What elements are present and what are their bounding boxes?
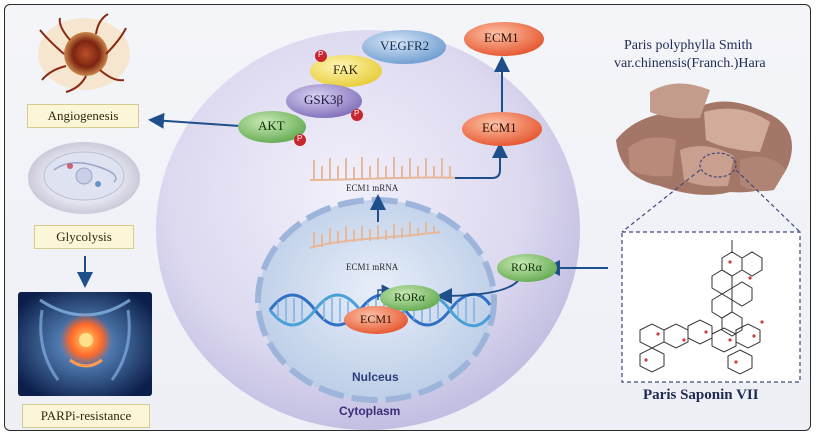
phospho-label: P <box>318 50 324 59</box>
ecm1-dna-label: ECM1 <box>360 312 393 326</box>
nucleus-label: Nulceus <box>352 370 399 384</box>
mrna-cytoplasm <box>309 157 461 181</box>
phospho-icon <box>351 109 363 121</box>
vegfr2-protein <box>362 30 446 64</box>
ecm1-top-protein <box>464 22 544 56</box>
plant-name-line2: var.chinensis(Franch.)Hara <box>614 56 766 71</box>
phospho-badges <box>294 50 363 146</box>
mrna-cytoplasm-label: ECM1 mRNA <box>346 183 399 193</box>
rora-dna-label: RORα <box>394 290 425 304</box>
plant-name-line1: Paris polyphylla Smith <box>624 38 753 53</box>
zoom-circle <box>699 152 737 178</box>
gsk3b-protein <box>286 84 362 118</box>
ecm1-mid-label: ECM1 <box>482 120 517 135</box>
oxygen-atoms <box>644 260 764 364</box>
phospho-label: P <box>354 109 360 118</box>
angiogenesis-label: Angiogenesis <box>27 104 139 128</box>
cytoplasm-label: Cytoplasm <box>339 404 401 418</box>
parpi-body-image <box>18 292 152 396</box>
rora-outside-label: RORα <box>511 260 542 274</box>
compound-box <box>621 231 801 383</box>
ecm1-mid-protein <box>462 112 542 146</box>
zoom-lines <box>621 169 801 233</box>
akt-protein <box>238 111 306 143</box>
saponin-structure <box>639 240 763 375</box>
arrow-akt-to-angio <box>148 112 241 129</box>
rora-dna-protein <box>380 285 440 311</box>
arrow-rora-small <box>377 284 393 300</box>
parpi-resistance-label: PARPi-resistance <box>22 404 150 428</box>
glycolysis-image <box>28 142 140 214</box>
mrna-nucleus <box>309 222 441 249</box>
phospho-icon <box>294 134 306 146</box>
rhizome-image <box>616 83 792 195</box>
glycolysis-label: Glycolysis <box>34 225 134 249</box>
fak-protein <box>310 55 382 87</box>
rora-outside-protein <box>497 254 557 282</box>
mrna-nucleus-label: ECM1 mRNA <box>346 262 399 272</box>
gsk3b-label: GSK3β <box>304 92 344 107</box>
arrow-mrna-to-ecm1 <box>455 142 508 179</box>
fak-label: FAK <box>333 62 359 77</box>
arrow-rora-to-dna <box>436 277 521 304</box>
pathway-arrows <box>77 56 608 304</box>
phospho-icon <box>315 50 327 62</box>
tumor-image <box>38 13 130 93</box>
compound-label: Paris Saponin VII <box>643 387 759 403</box>
ecm1-dna-protein <box>344 306 408 334</box>
akt-label: AKT <box>258 118 285 133</box>
ecm1-top-label: ECM1 <box>484 30 519 45</box>
vegfr2-label: VEGFR2 <box>380 38 430 53</box>
phospho-label: P <box>297 134 303 143</box>
